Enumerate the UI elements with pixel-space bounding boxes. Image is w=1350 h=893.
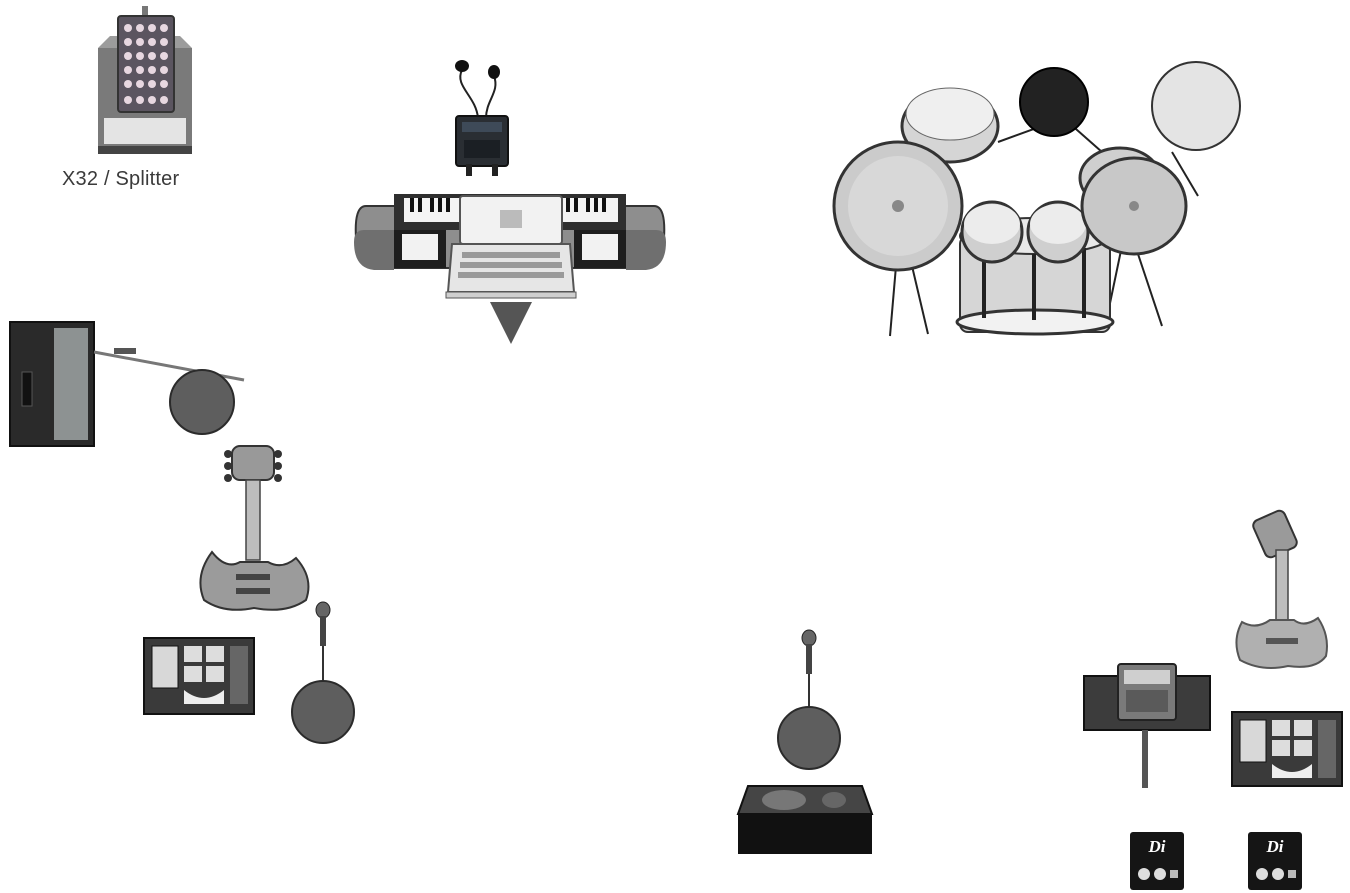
bass-guitar-icon	[1232, 510, 1332, 670]
electric-guitar-icon	[198, 444, 312, 614]
pedalboard-icon	[144, 634, 256, 716]
laptop-icon	[446, 196, 576, 340]
drum-kit-icon	[832, 66, 1244, 340]
guitar-amp-icon	[10, 322, 94, 446]
di-box-icon: Di	[1248, 832, 1302, 890]
wedge-monitor-icon	[736, 784, 874, 858]
boom-mic-stand-icon	[94, 344, 250, 436]
in-ear-monitor-icon	[446, 56, 516, 180]
pedalboard-icon	[1232, 710, 1344, 788]
di-badge-label: Di	[1130, 837, 1184, 857]
bass-amp-head-icon	[1084, 660, 1216, 790]
vocal-mic-stand-icon	[774, 628, 844, 778]
di-badge-label: Di	[1248, 837, 1302, 857]
splitter-label: X32 / Splitter	[62, 168, 179, 191]
di-box-icon: Di	[1130, 832, 1184, 890]
vocal-mic-stand-icon	[288, 600, 358, 750]
stagebox-icon	[90, 6, 200, 158]
